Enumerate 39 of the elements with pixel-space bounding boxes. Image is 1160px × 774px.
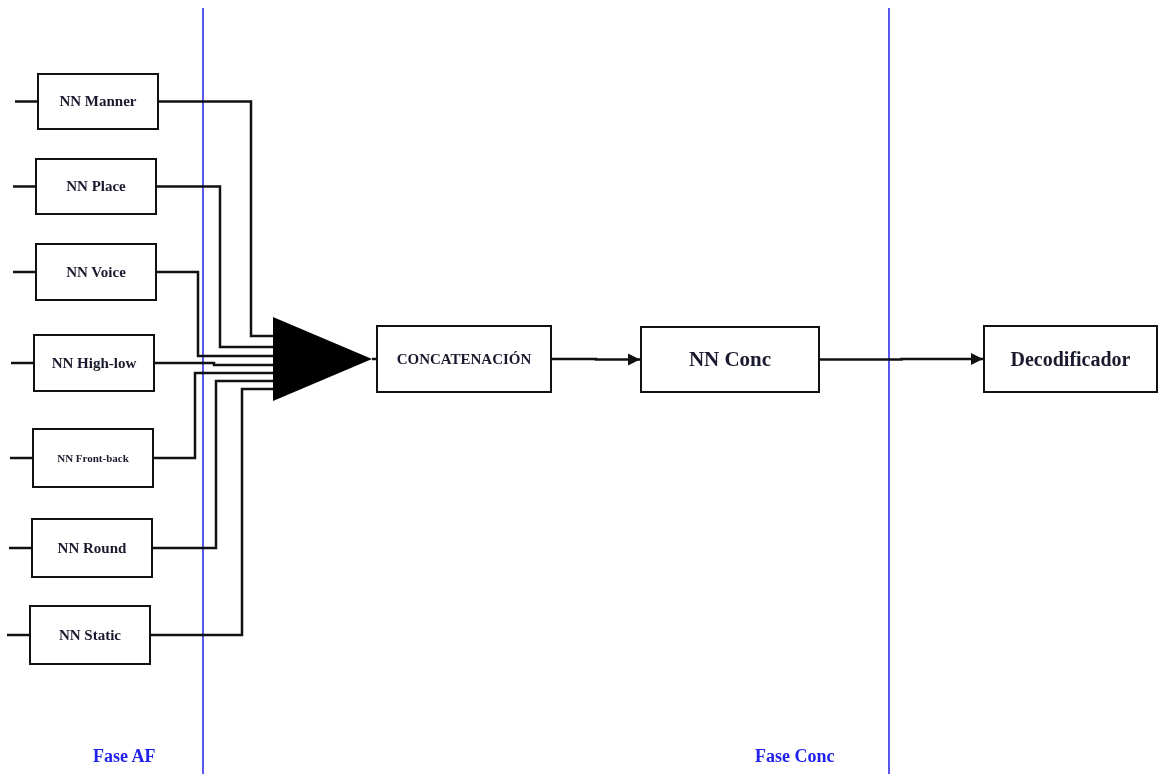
merge-triangle [273, 317, 372, 401]
box-label: NN Voice [66, 263, 126, 281]
process-box [29, 605, 151, 665]
connector-line [153, 379, 273, 550]
connector-line [9, 546, 31, 550]
connector-line [10, 456, 32, 460]
process-box [983, 325, 1158, 393]
connector-line [11, 361, 33, 365]
process-box [37, 73, 159, 130]
process-box [35, 158, 157, 215]
box-label: NN Place [66, 178, 126, 195]
connector-line [7, 633, 29, 637]
connector-line [154, 371, 273, 460]
box-label: NN Conc [688, 347, 772, 372]
connector-line [157, 185, 273, 349]
connector-line [13, 270, 35, 274]
process-box [376, 325, 552, 393]
phase-label: Fase Conc [755, 746, 835, 767]
process-box [32, 428, 154, 488]
box-label: NN High-low [51, 354, 137, 372]
connector-line [15, 100, 37, 103]
box-label: CONCATENACIÓN [396, 350, 532, 368]
connector-line [157, 270, 273, 358]
box-label: NN Front-back [57, 452, 129, 464]
arrow [552, 353, 640, 366]
connector-line [159, 100, 273, 338]
process-box [31, 518, 153, 578]
box-label: NN Round [57, 539, 127, 557]
box-label: NN Static [58, 626, 122, 644]
box-label: NN Manner [59, 93, 137, 110]
connector-line [13, 185, 35, 188]
phase-label: Fase AF [93, 746, 156, 767]
process-box [640, 326, 820, 393]
process-box [35, 243, 157, 301]
connector-line [151, 387, 273, 637]
box-label: Decodificador [1010, 347, 1131, 371]
connector-line [155, 361, 273, 367]
arrow [820, 352, 983, 366]
process-box [33, 334, 155, 392]
